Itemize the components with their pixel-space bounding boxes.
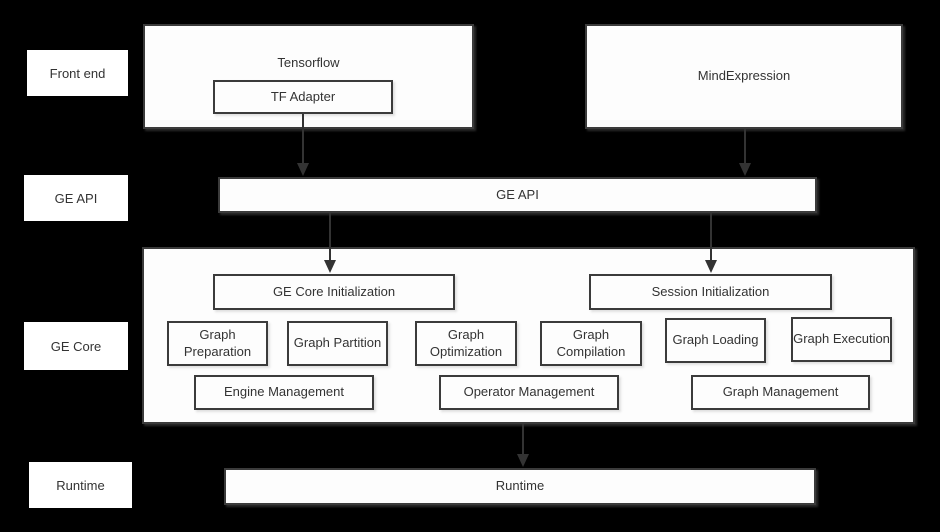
arrow-head-icon <box>324 260 336 273</box>
ge-core-box: GE Core Initialization Session Initializ… <box>142 247 915 424</box>
arrow-head-icon <box>517 454 529 467</box>
arrow-head-icon <box>297 163 309 176</box>
layer-label-runtime: Runtime <box>29 462 132 508</box>
runtime-bar: Runtime <box>224 468 816 505</box>
arrow-head-icon <box>739 163 751 176</box>
operator-management-box: Operator Management <box>439 375 619 410</box>
arrow-line <box>744 129 746 164</box>
graph-management-box: Graph Management <box>691 375 870 410</box>
ge-core-initialization-box: GE Core Initialization <box>213 274 455 310</box>
tf-adapter-box: TF Adapter <box>213 80 393 114</box>
graph-compilation-box: Graph Compilation <box>540 321 642 366</box>
graph-preparation-box: Graph Preparation <box>167 321 268 366</box>
arrow-line <box>710 213 712 261</box>
graph-execution-box: Graph Execution <box>791 317 892 362</box>
layer-label-front-end: Front end <box>27 50 128 96</box>
graph-loading-box: Graph Loading <box>665 318 766 363</box>
layer-label-ge-api: GE API <box>24 175 128 221</box>
layer-label-ge-core: GE Core <box>24 322 128 370</box>
graph-partition-box: Graph Partition <box>287 321 388 366</box>
session-initialization-box: Session Initialization <box>589 274 832 310</box>
tensorflow-box: Tensorflow TF Adapter <box>143 24 474 129</box>
mindexpression-box: MindExpression <box>585 24 903 129</box>
tensorflow-title: Tensorflow <box>277 55 340 70</box>
arrow-line <box>522 424 524 455</box>
arrow-head-icon <box>705 260 717 273</box>
graph-optimization-box: Graph Optimization <box>415 321 517 366</box>
engine-management-box: Engine Management <box>194 375 374 410</box>
arrow-line <box>302 114 304 164</box>
ge-api-bar: GE API <box>218 177 817 213</box>
arrow-line <box>329 213 331 261</box>
